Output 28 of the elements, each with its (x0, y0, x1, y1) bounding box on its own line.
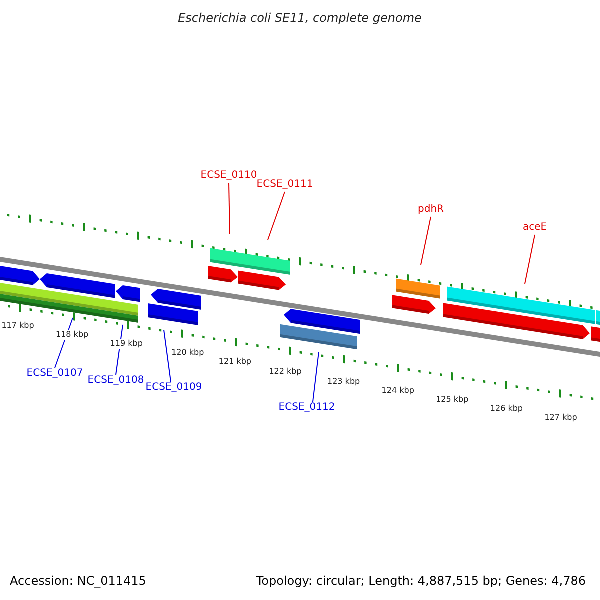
scale-label: 125 kbp (435, 394, 470, 405)
leader-line (524, 234, 536, 284)
scale-label: 124 kbp (380, 386, 416, 396)
genome-summary-text: Topology: circular; Length: 4,887,515 bp; Genes: 4,786 (256, 575, 586, 587)
accession-text: Accession: NC_011415 (10, 575, 146, 587)
leader-line (268, 192, 286, 240)
scale-label: 127 kbp (544, 413, 578, 423)
leader-line (420, 216, 432, 266)
scale-label: 126 kbp (489, 404, 524, 414)
scale-label: 121 kbp (218, 357, 252, 368)
gene-label: ECSE_0109 (146, 383, 202, 393)
scale-label: 118 kbp (55, 330, 90, 340)
gene-label: ECSE_0108 (88, 376, 144, 386)
leader-line (312, 352, 320, 402)
gene-label: pdhR (418, 205, 444, 215)
diagram-title: Escherichia coli SE11, complete genome (178, 12, 422, 24)
gene-label: aceE (522, 223, 548, 233)
scale-label: 119 kbp (109, 339, 144, 350)
scale-label: 117 kbp (0, 321, 36, 331)
gene-label: ECSE_0110 (200, 171, 258, 181)
scale-label: 120 kbp (170, 348, 206, 358)
leader-line (164, 330, 172, 382)
gene-label: ECSE_0112 (278, 403, 336, 413)
gene-label: ECSE_0111 (256, 180, 314, 190)
scale-label: 122 kbp (268, 366, 303, 376)
gene-label: ECSE_0107 (26, 369, 84, 379)
scale-label: 123 kbp (326, 376, 362, 387)
leader-line (228, 182, 230, 234)
